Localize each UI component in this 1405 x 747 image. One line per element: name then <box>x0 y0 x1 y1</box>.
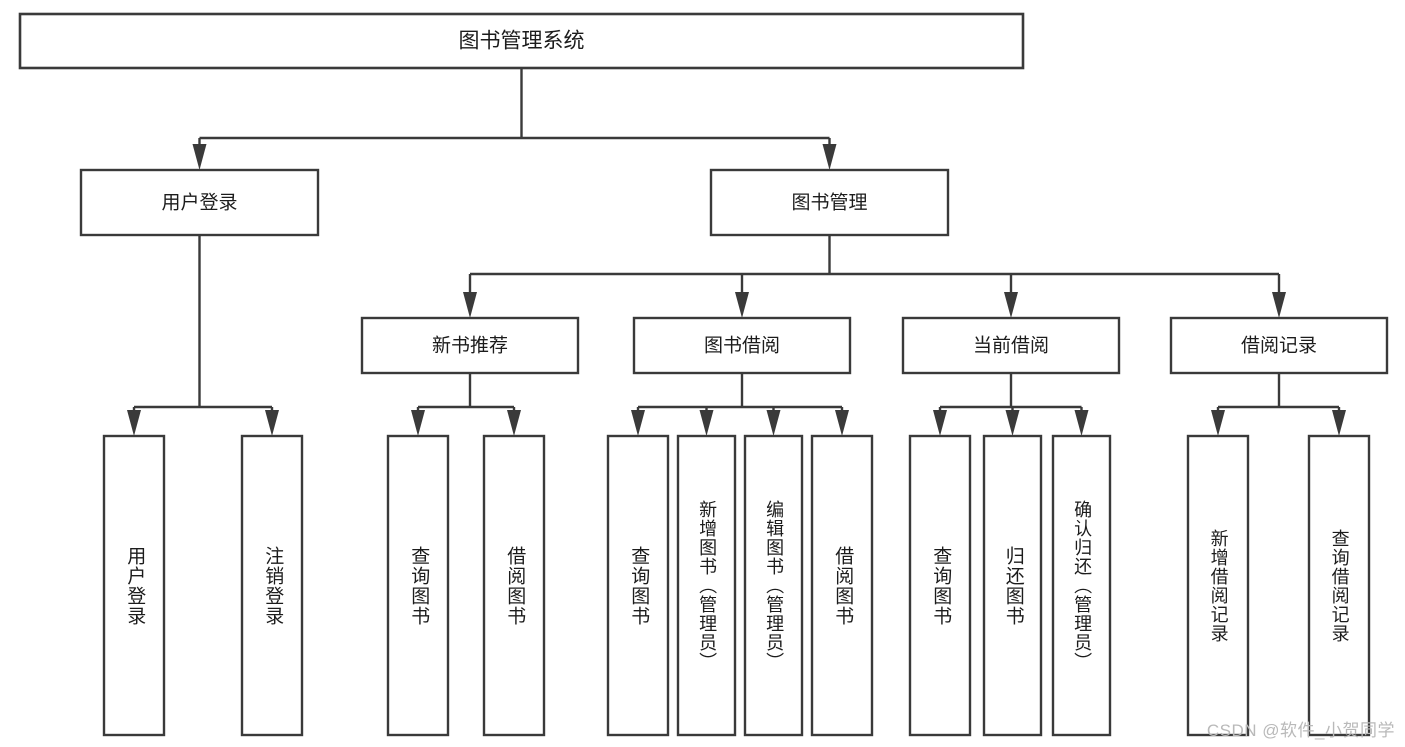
node-level3-1-label: 图书借阅 <box>704 335 780 357</box>
node-leaf-1[interactable] <box>240 434 304 737</box>
node-level2-1-label: 图书管理 <box>791 192 867 214</box>
node-leaf-6[interactable] <box>743 434 804 737</box>
node-level3-0-label: 新书推荐 <box>432 335 508 357</box>
node-level2-0[interactable] <box>79 168 320 237</box>
node-level2-0-label: 用户登录 <box>161 192 237 214</box>
node-leaf-4[interactable] <box>606 434 670 737</box>
node-level3-3[interactable] <box>1169 316 1389 375</box>
node-level3-3-label: 借阅记录 <box>1241 335 1317 357</box>
node-level2-1[interactable] <box>709 168 950 237</box>
node-leaf-3[interactable] <box>482 434 546 737</box>
node-root[interactable] <box>18 12 1025 70</box>
node-leaf-11[interactable] <box>1186 434 1250 737</box>
node-leaf-10[interactable] <box>1051 434 1112 737</box>
node-level3-0[interactable] <box>360 316 580 375</box>
node-leaf-8[interactable] <box>908 434 972 737</box>
node-leaf-0[interactable] <box>102 434 166 737</box>
node-root-label: 图书管理系统 <box>459 30 585 53</box>
connectors-layer <box>127 68 1346 436</box>
node-level3-2[interactable] <box>901 316 1121 375</box>
node-leaf-2[interactable] <box>386 434 450 737</box>
node-level3-2-label: 当前借阅 <box>973 335 1049 357</box>
node-leaf-9[interactable] <box>982 434 1043 737</box>
node-boxes-layer <box>18 12 1389 737</box>
node-level3-1[interactable] <box>632 316 852 375</box>
node-leaf-5[interactable] <box>676 434 737 737</box>
node-leaf-7[interactable] <box>810 434 874 737</box>
csdn-watermark: CSDN @软件_小贺同学 <box>1206 721 1395 740</box>
node-leaf-12[interactable] <box>1307 434 1371 737</box>
